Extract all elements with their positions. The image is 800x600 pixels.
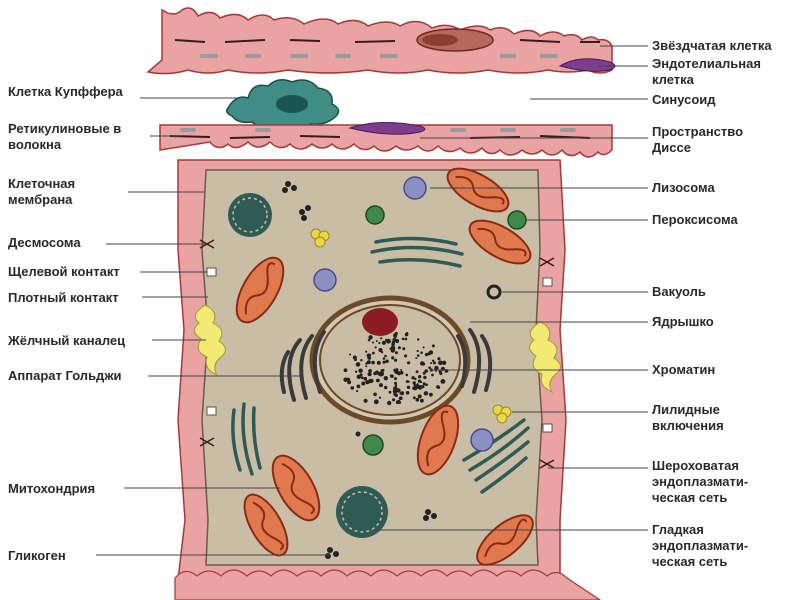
label-peroxisome: Пероксисома xyxy=(652,212,738,227)
top-sinusoid-wall xyxy=(146,7,616,75)
endothelial-cell-bottom xyxy=(348,121,426,135)
gap-junction-left-2 xyxy=(206,406,217,416)
rough-er xyxy=(231,236,530,494)
mitochondrion xyxy=(243,493,289,557)
gap-junction-right-2 xyxy=(542,423,553,433)
mitochondrion xyxy=(476,514,534,566)
leader-lines xyxy=(96,45,648,556)
mitochondria-group xyxy=(235,167,534,566)
rer-cluster-top-left xyxy=(228,193,272,237)
label-nucleolus: Ядрышко xyxy=(652,314,714,329)
label-lipid: Лилидные включения xyxy=(652,402,724,433)
label-desmosome: Десмосома xyxy=(8,235,81,250)
label-vacuole: Вакуоль xyxy=(652,284,706,299)
kupffer-nucleus xyxy=(276,95,308,113)
bile-canaliculus-right xyxy=(528,321,562,394)
label-ser: Гладкая эндоплазмати- ческая сеть xyxy=(652,522,749,569)
label-sinusoid: Синусоид xyxy=(652,92,716,107)
label-endothelial: Эндотелиальная клетка xyxy=(652,56,761,87)
label-stellate: Звёздчатая клетка xyxy=(652,38,772,53)
bile-canaliculus-left xyxy=(193,304,227,377)
golgi-apparatus-right xyxy=(456,328,493,394)
reticulin-fibers-top xyxy=(174,39,600,43)
mitochondrion xyxy=(235,256,285,324)
label-kupffer: Клетка Купффера xyxy=(8,84,123,99)
mitochondrion xyxy=(416,404,460,476)
hepatocyte xyxy=(174,159,602,600)
desmosome-right xyxy=(539,257,555,469)
label-gap: Щелевой контакт xyxy=(8,264,120,279)
label-rer: Шероховатая эндоплазмати- ческая сеть xyxy=(652,458,749,505)
disse-space-strip xyxy=(159,124,613,158)
gap-junction-right xyxy=(542,277,553,287)
label-bile: Жёлчный каналец xyxy=(8,333,126,348)
label-lysosome: Лизосома xyxy=(652,180,715,195)
mitochondrion xyxy=(271,454,321,522)
mitochondrion xyxy=(468,219,532,265)
label-reticulin: Ретикулиновые в волокна xyxy=(8,121,122,152)
kupffer-cell xyxy=(225,79,340,130)
lysosome xyxy=(313,176,494,452)
vacuole xyxy=(486,284,502,300)
mitochondrion xyxy=(446,167,510,213)
disse-fenestrae xyxy=(180,128,576,132)
stellate-nucleus xyxy=(422,34,458,46)
golgi-apparatus xyxy=(279,330,326,402)
lipid-inclusion xyxy=(310,228,512,424)
glycogen xyxy=(282,181,437,559)
gap-junction-left xyxy=(206,267,217,277)
bottom-membrane xyxy=(174,569,602,600)
label-chromatin: Хроматин xyxy=(652,362,716,377)
chromatin xyxy=(343,331,449,406)
label-glycogen: Гликоген xyxy=(8,548,66,563)
endothelial-fenestrae xyxy=(200,54,558,58)
ser-cluster-bottom xyxy=(336,486,388,538)
label-mito: Митохондрия xyxy=(8,481,96,496)
desmosome-left-2 xyxy=(199,437,215,447)
label-golgi: Аппарат Гольджи xyxy=(8,368,122,383)
label-disse: Пространство Диссе xyxy=(652,124,744,155)
nucleolus xyxy=(362,308,398,336)
nucleus xyxy=(309,295,471,425)
label-tight: Плотный контакт xyxy=(8,290,119,305)
label-membrane: Клеточная мембрана xyxy=(8,176,76,207)
lower-sinusoid-wall xyxy=(159,121,613,158)
